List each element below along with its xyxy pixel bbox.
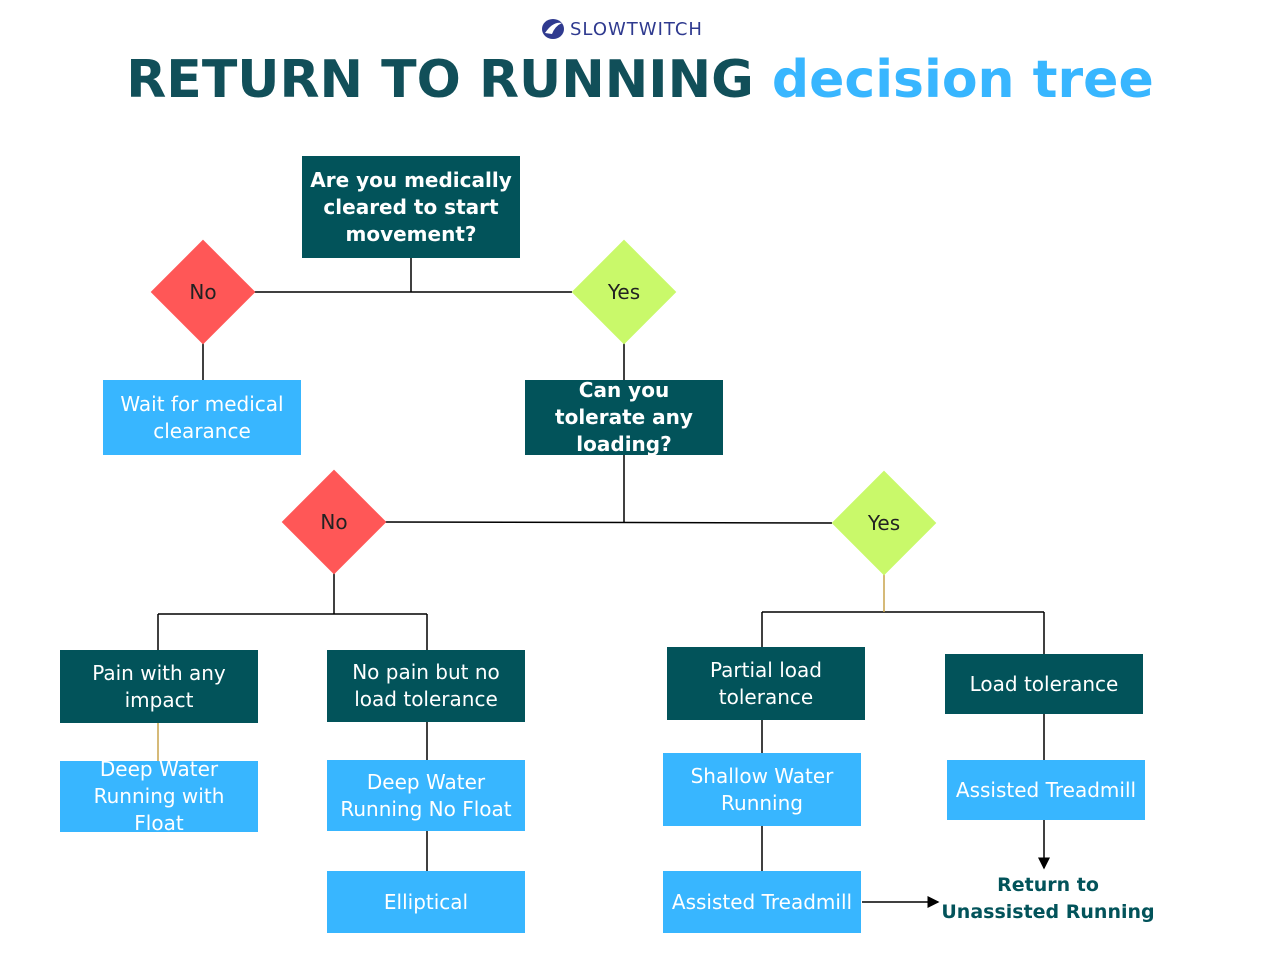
- condition-pain-with-impact: Pain with any impact: [60, 650, 258, 723]
- decision-yes-1: Yes: [571, 239, 677, 345]
- no-label: No: [320, 510, 348, 534]
- no-label: No: [189, 280, 217, 304]
- question-tolerate-loading: Can you tolerate any loading?: [525, 378, 723, 456]
- page-title: RETURN TO RUNNING decision tree: [0, 50, 1280, 110]
- action-assisted-treadmill-full: Assisted Treadmill: [947, 760, 1145, 820]
- condition-load-tolerance: Load tolerance: [945, 654, 1143, 714]
- condition-partial-load: Partial load tolerance: [667, 647, 865, 720]
- question-medically-cleared: Are you medically cleared to start movem…: [302, 156, 520, 258]
- bird-icon: [542, 19, 564, 39]
- decision-yes-2: Yes: [831, 470, 937, 576]
- action-shallow-water: Shallow Water Running: [663, 753, 861, 826]
- action-deep-water-no-float: Deep Water Running No Float: [327, 760, 525, 831]
- action-wait-clearance: Wait for medical clearance: [103, 380, 301, 455]
- action-elliptical: Elliptical: [327, 871, 525, 933]
- action-deep-water-float: Deep Water Running with Float: [60, 757, 258, 835]
- action-assisted-treadmill-partial: Assisted Treadmill: [663, 871, 861, 933]
- condition-no-pain-no-load: No pain but no load tolerance: [327, 650, 525, 722]
- goal-unassisted-running: Return to Unassisted Running: [941, 874, 1155, 923]
- yes-label: Yes: [867, 511, 901, 535]
- title-main: RETURN TO RUNNING: [126, 50, 754, 110]
- yes-label: Yes: [607, 280, 641, 304]
- decision-no-2: No: [281, 469, 387, 575]
- decision-no-1: No: [150, 239, 256, 345]
- brand-name: SLOWTWITCH: [570, 18, 703, 40]
- title-accent: decision tree: [771, 50, 1154, 110]
- brand-logo: SLOWTWITCH: [540, 14, 750, 44]
